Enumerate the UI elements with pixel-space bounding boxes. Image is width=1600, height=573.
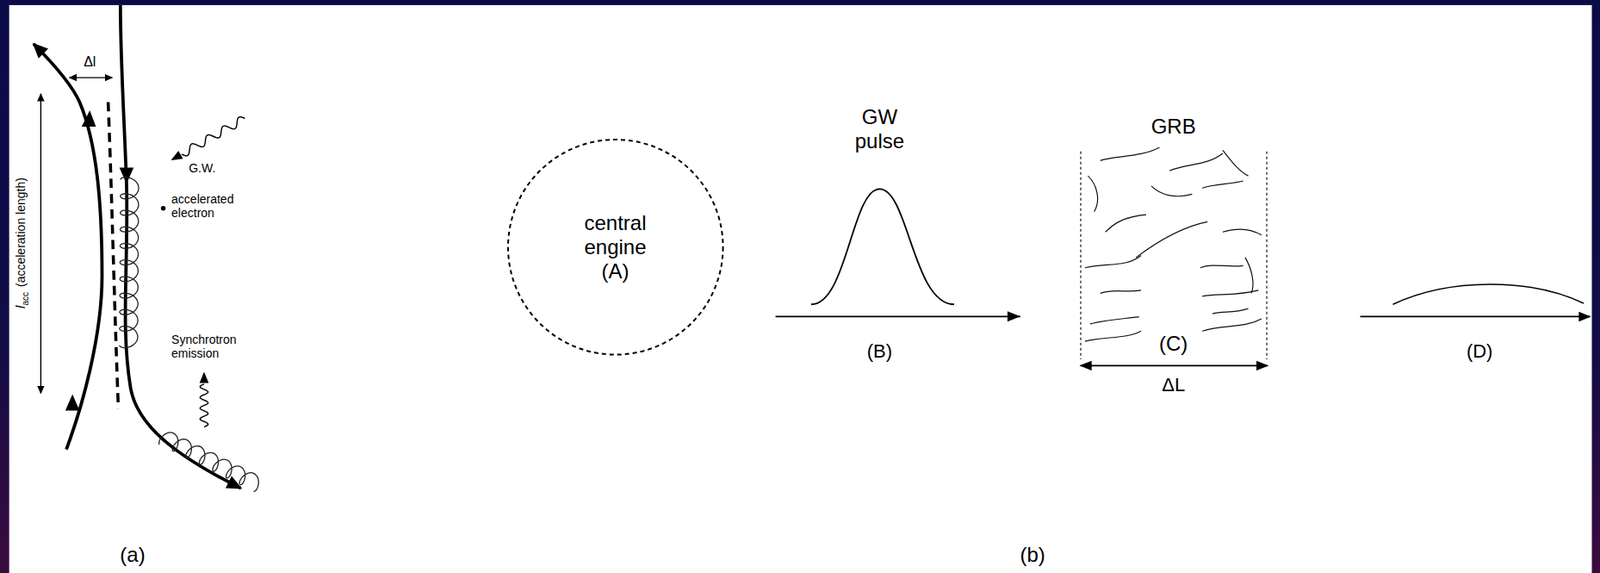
gw-pulse-curve [811,188,955,304]
annotation-label: ΔL [1161,373,1185,396]
field-squiggle [1085,330,1142,342]
vertical-dimension-label: lacc (acceleration length) [12,177,32,309]
annotation-label: GW pulse [844,105,914,153]
field-squiggle [1104,214,1146,232]
annotation-label: (a) [119,542,145,567]
node-title: GRB [1151,114,1197,139]
annotation-label: accelerated electron [171,192,258,220]
emission-arrow [199,371,210,427]
field-squiggle [1245,257,1253,293]
field-squiggle [1090,316,1140,323]
arrowhead [1007,310,1021,322]
wave-arrowhead [171,150,184,161]
node-tag: (A) [601,259,630,284]
dimension-text: l [12,305,28,309]
engine-circle: central engine(A) [506,137,726,357]
connector-line [775,315,1021,317]
field-squiggle [1222,229,1262,236]
field-squiggle [1222,149,1249,176]
wave-line [181,117,245,156]
dimension-text: (acceleration length) [13,177,28,287]
field-squiggle [1151,186,1192,197]
generated-art [119,117,260,492]
field-squiggle [1212,308,1248,314]
propagation-axis [1360,316,1591,318]
gravitational-wave-arrow [171,117,246,161]
field-line [120,5,242,489]
node-title: central engine [559,210,672,259]
helix-trajectory [159,432,260,491]
slide-panel [9,5,1593,573]
field-squiggle [1202,290,1259,297]
annotation-label: G.W. [188,161,216,175]
field-squiggle [1199,265,1243,268]
field-arrow [119,167,135,184]
field-squiggle [1202,180,1243,188]
node-outline [1079,114,1268,360]
field-line [33,43,102,450]
turbulence [1085,147,1262,342]
dashed-circle [508,139,724,355]
field-squiggle [1202,318,1262,331]
dashed-boundary [1079,150,1081,360]
field-squiggle [1135,221,1208,257]
annotation-label: (B) [867,340,893,362]
annotation-label: Δl [83,54,96,70]
node-tag: (C) [1159,331,1188,356]
field-squiggle [1099,147,1160,161]
current-sheet [108,102,119,410]
helix-trajectory [119,177,139,348]
dimension-arrow [40,93,42,393]
propagation-arrow [775,310,1021,322]
annotation-label: Synchrotron emission [171,332,258,360]
field-squiggle [1087,175,1098,211]
annotation-label: (D) [1466,340,1494,362]
wave-line [199,384,208,428]
field-arrow [65,394,81,411]
field-squiggle [1169,153,1223,171]
damped-pulse-curve [1392,284,1584,304]
field-squiggle [1099,290,1141,294]
field-arrow [81,110,97,127]
electron-dot [161,205,166,211]
dimension-arrow [69,76,113,78]
subscript: acc [20,291,31,306]
field-squiggle [1085,254,1142,267]
dimension-arrow [1080,365,1268,367]
burst-region: GRB (C) [1079,114,1268,360]
wave-arrowhead [199,371,210,383]
dashed-boundary [1265,150,1267,360]
annotation-label: (b) [1019,542,1045,567]
